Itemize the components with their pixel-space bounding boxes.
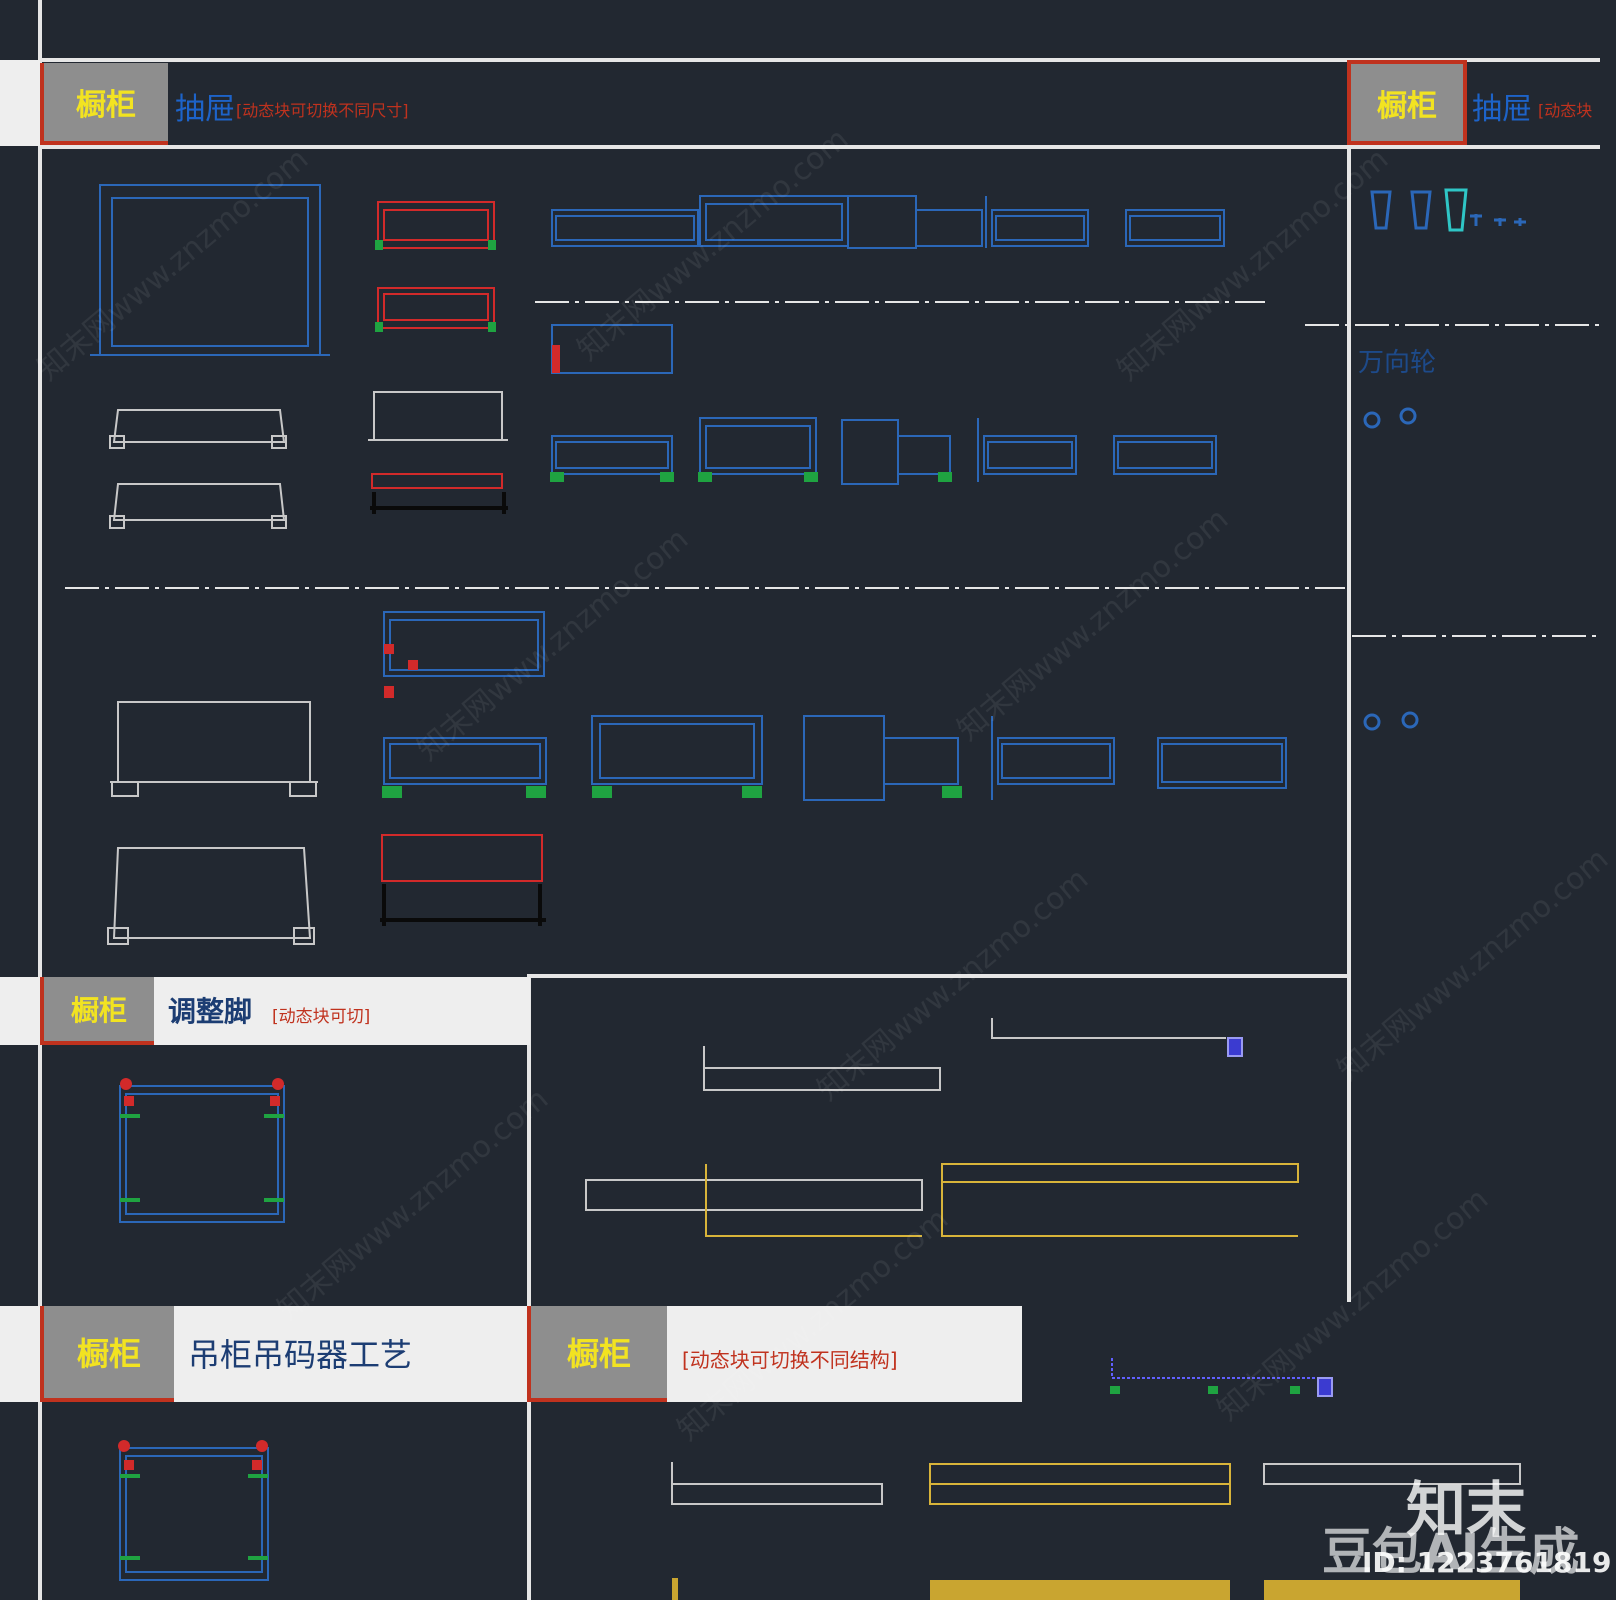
cabinet-front-elevation xyxy=(90,184,330,356)
blue-drawer-row-1 xyxy=(551,195,1225,374)
feet-title: 调整脚 xyxy=(168,995,253,1028)
watermark-logo: 知末 xyxy=(1406,1476,1526,1546)
frame-line-mid-h xyxy=(527,974,1349,978)
frame-line-below-header xyxy=(40,145,1600,149)
feet-note: [动态块可切] xyxy=(272,1007,371,1027)
watermark-id-label: ID: 1223761819 xyxy=(1362,1546,1612,1579)
drawer-title: 抽屉 xyxy=(175,92,235,127)
frame-line-lower xyxy=(527,975,531,1600)
structure-note: [动态块可切换不同结构] xyxy=(682,1348,898,1372)
drawer-right-title: 抽屉 xyxy=(1472,92,1532,127)
header-band-drawer xyxy=(0,60,40,146)
hanger-tag-text: 橱柜 xyxy=(76,1335,141,1373)
blue-drawer-row-2 xyxy=(551,417,1217,485)
hanger-title: 吊柜吊码器工艺 xyxy=(188,1336,413,1374)
drawer-tag: 橱柜 xyxy=(40,63,168,145)
grey-drawer-sections xyxy=(107,391,508,945)
watermark-ai-label: 豆包AI生成 xyxy=(1322,1523,1580,1581)
feet-tag: 橱柜 xyxy=(40,977,154,1045)
caster-label: 万向轮 xyxy=(1358,348,1437,378)
structure-tag: 橱柜 xyxy=(527,1306,667,1402)
structure-tag-text: 橱柜 xyxy=(566,1335,631,1373)
feet-tag-text: 橱柜 xyxy=(70,994,127,1027)
drawer-right-tag-text: 橱柜 xyxy=(1377,88,1437,124)
frame-line-left xyxy=(38,0,42,1600)
drawer-right-tag: 橱柜 xyxy=(1347,60,1467,145)
drawer-right-note: [动态块 xyxy=(1538,101,1593,120)
drawer-tag-text: 橱柜 xyxy=(76,88,136,123)
red-drawer-blocks xyxy=(377,201,495,329)
hanger-tag: 橱柜 xyxy=(40,1306,174,1402)
frame-line-mid xyxy=(1347,140,1351,1302)
drawer-note: [动态块可切换不同尺寸] xyxy=(236,101,409,120)
frame-line-top xyxy=(40,58,1600,62)
